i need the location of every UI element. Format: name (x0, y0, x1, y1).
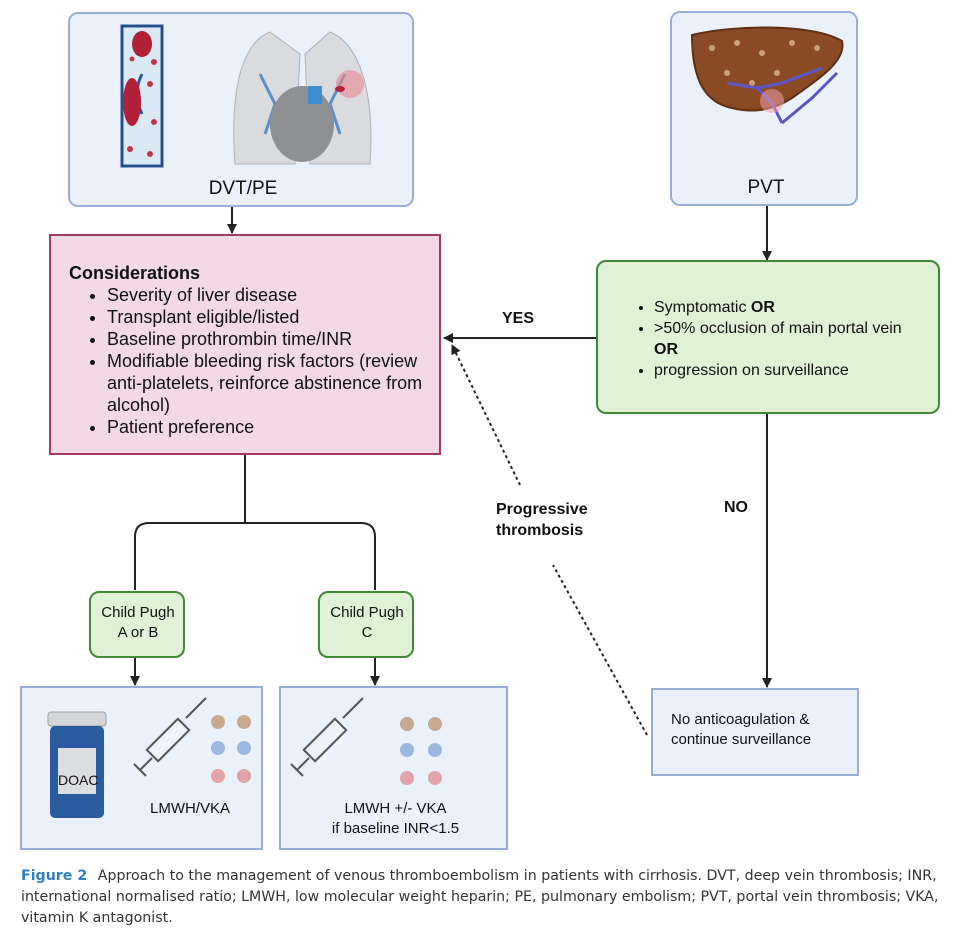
criteria-box: Symptomatic OR >50% occlusion of main po… (596, 260, 940, 414)
no-anticoagulation-label: No anticoagulation & continue surveillan… (671, 711, 812, 748)
treatment-c-illustration (290, 697, 442, 785)
doac-label: DOAC (58, 772, 99, 788)
caption-text: Approach to the management of venous thr… (21, 868, 939, 926)
figure-caption: Figure 2 Approach to the management of v… (21, 866, 941, 929)
liver-illustration (690, 26, 844, 125)
child-pugh-ab-label: Child Pugh A or B (101, 604, 175, 641)
yes-label: YES (502, 310, 535, 327)
list-item: Baseline prothrombin time/INR (107, 328, 427, 350)
dotted-progressive-lower (552, 564, 648, 736)
list-item: Symptomatic OR (654, 297, 926, 318)
list-item: >50% occlusion of main portal vein OR (654, 318, 926, 360)
child-pugh-ab-box: Child Pugh A or B (89, 591, 185, 658)
dvt-pe-illustration (120, 24, 372, 168)
criteria-text: progression on surveillance (654, 362, 849, 379)
pvt-box: PVT (670, 11, 858, 206)
dvt-pe-label: DVT/PE (208, 178, 278, 199)
criteria-or: OR (750, 299, 775, 316)
progressive-thrombosis-label: Progressive thrombosis (496, 501, 588, 539)
no-label: NO (724, 499, 748, 516)
treatment-c-line1: LMWH +/- VKA (344, 800, 447, 817)
no-anticoagulation-box: No anticoagulation & continue surveillan… (651, 688, 859, 776)
syringe-icon (290, 697, 364, 777)
child-pugh-c-label: Child Pugh C (330, 604, 404, 641)
criteria-list: Symptomatic OR >50% occlusion of main po… (598, 297, 926, 381)
treatment-c-box: LMWH +/- VKA if baseline INR<1.5 (279, 686, 508, 850)
pvt-label: PVT (747, 177, 785, 198)
treatment-ab-box: DOAC LMWH/VKA (20, 686, 263, 850)
child-pugh-c-box: Child Pugh C (318, 591, 414, 658)
considerations-box: Considerations Severity of liver disease… (49, 234, 441, 455)
criteria-or: OR (654, 341, 678, 358)
split-connector (134, 455, 376, 590)
dotted-progressive-upper (451, 344, 521, 486)
list-item: Patient preference (107, 416, 427, 438)
list-item: Modifiable bleeding risk factors (review… (107, 350, 427, 416)
criteria-text: Symptomatic (654, 299, 751, 316)
criteria-text: >50% occlusion of main portal vein (654, 320, 902, 337)
syringe-icon (133, 697, 207, 777)
caption-label: Figure 2 (21, 868, 88, 884)
list-item: Transplant eligible/listed (107, 306, 427, 328)
list-item: progression on surveillance (654, 360, 926, 381)
considerations-title: Considerations (69, 263, 201, 283)
treatment-ab-label: LMWH/VKA (149, 800, 230, 817)
treatment-ab-illustration (47, 697, 251, 818)
list-item: Severity of liver disease (107, 284, 427, 306)
treatment-c-line2: if baseline INR<1.5 (331, 820, 460, 837)
considerations-list: Severity of liver disease Transplant eli… (69, 284, 427, 438)
dvt-pe-box: DVT/PE (68, 12, 414, 207)
